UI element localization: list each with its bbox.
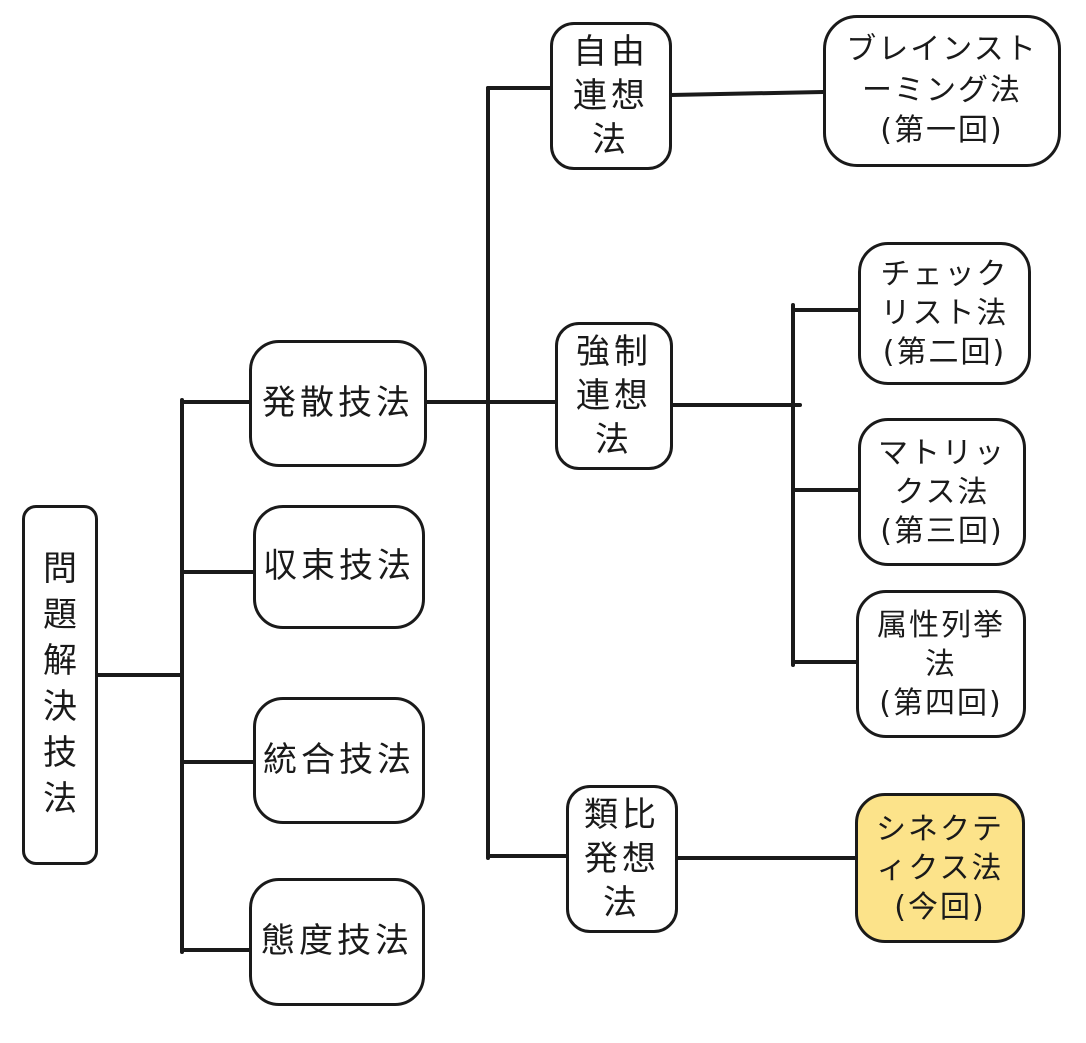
node-jiyu-renso-hou: 自由 連想 法 — [550, 22, 672, 170]
node-togo-gihou: 統合技法 — [253, 697, 425, 824]
node-attribute-label: 属性列挙 法 (第四回) — [877, 607, 1005, 721]
node-kyosei-label: 強制 連想 法 — [576, 331, 652, 461]
node-checklist: チェック リスト法 (第二回) — [858, 242, 1031, 385]
node-synectics-label: シネクテ ィクス法 (今回) — [876, 811, 1004, 925]
node-kyosei-renso-hou: 強制 連想 法 — [555, 322, 673, 470]
node-taido-label: 態度技法 — [261, 921, 413, 962]
node-brainstorming: ブレインスト ーミング法 (第一回) — [823, 15, 1061, 167]
root-node-problem-solving: 問 題 解 決 技 法 — [22, 505, 98, 865]
node-taido-gihou: 態度技法 — [249, 878, 425, 1006]
node-ruihi-hassou-hou: 類比 発想 法 — [566, 785, 678, 933]
node-ruihi-label: 類比 発想 法 — [584, 794, 660, 924]
node-attribute-listing: 属性列挙 法 (第四回) — [856, 590, 1026, 738]
node-togo-label: 統合技法 — [263, 739, 415, 780]
node-hassan-gihou: 発散技法 — [249, 340, 427, 467]
node-shusoku-gihou: 収束技法 — [253, 505, 425, 629]
node-matrix-label: マトリッ クス法 (第三回) — [878, 435, 1006, 549]
root-node-label: 問 題 解 決 技 法 — [43, 549, 77, 819]
node-synectics: シネクテ ィクス法 (今回) — [855, 793, 1025, 943]
node-shusoku-label: 収束技法 — [263, 546, 415, 587]
node-matrix: マトリッ クス法 (第三回) — [858, 418, 1026, 566]
node-hassan-label: 発散技法 — [262, 382, 414, 423]
node-checklist-label: チェック リスト法 (第二回) — [880, 257, 1009, 370]
node-brainstorming-label: ブレインスト ーミング法 (第一回) — [846, 32, 1038, 149]
node-jiyu-label: 自由 連想 法 — [573, 31, 649, 161]
